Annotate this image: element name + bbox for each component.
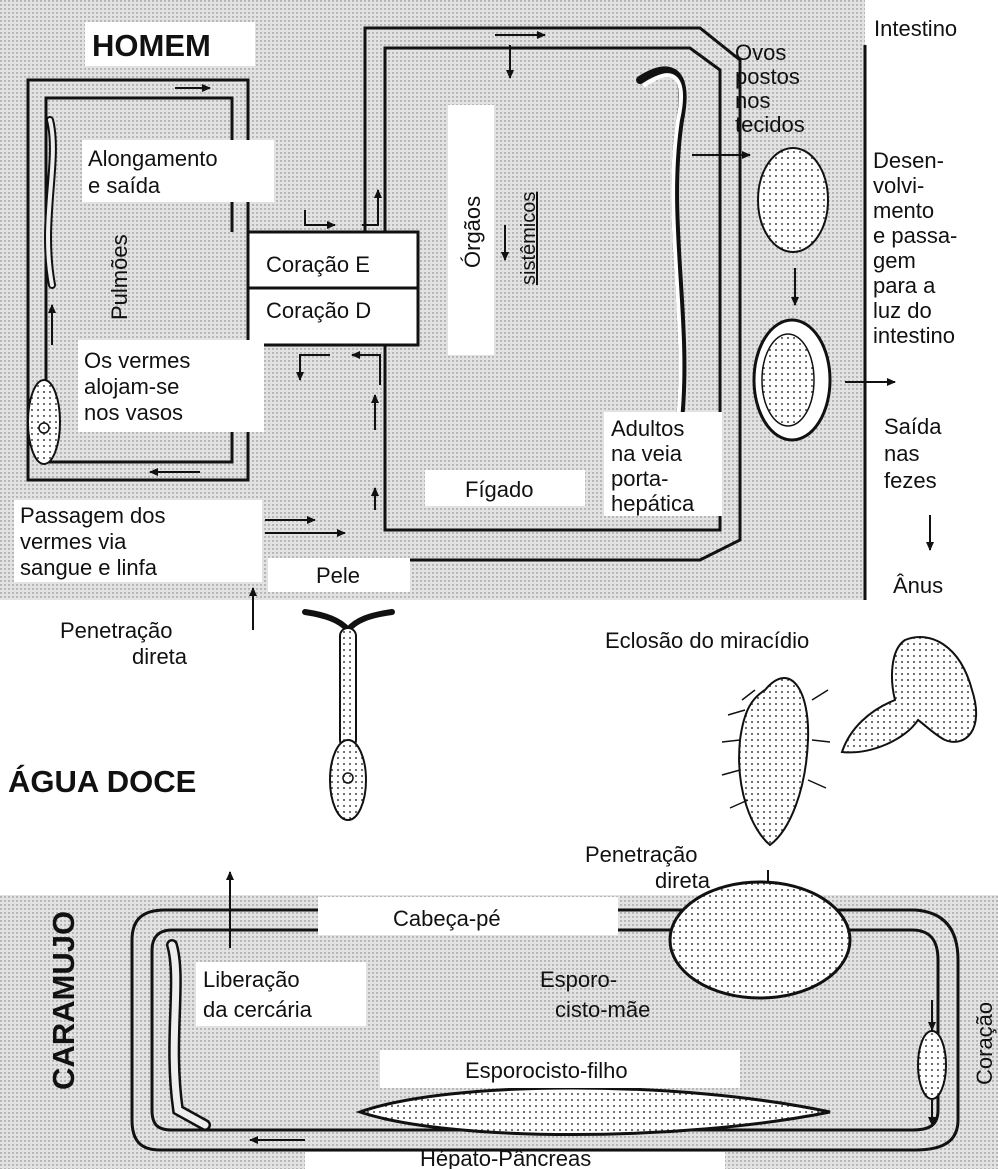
- svg-text:Desen-: Desen-: [873, 148, 944, 173]
- sistemicos-label: sistêmicos: [518, 192, 540, 285]
- egg-mature-embryo: [762, 334, 814, 426]
- svg-text:nos vasos: nos vasos: [84, 400, 183, 425]
- svg-text:postos: postos: [735, 64, 800, 89]
- svg-text:Penetração: Penetração: [585, 842, 698, 867]
- orgaos-label: Órgãos: [460, 196, 485, 268]
- svg-text:Adultos: Adultos: [611, 416, 684, 441]
- homem-title: HOMEM: [92, 28, 211, 63]
- coracao-e-label: Coração E: [266, 252, 370, 277]
- svg-text:Liberação: Liberação: [203, 967, 300, 992]
- penetracao-direta-2-label: Penetração direta: [585, 842, 711, 893]
- svg-text:cisto-mãe: cisto-mãe: [555, 997, 650, 1022]
- lodged-worm: [28, 380, 60, 464]
- hepato-label: Hépato-Pâncreas: [420, 1146, 591, 1169]
- svg-text:Penetração: Penetração: [60, 618, 173, 643]
- miracidium: [722, 678, 830, 845]
- svg-text:Esporo-: Esporo-: [540, 967, 617, 992]
- svg-text:mento: mento: [873, 198, 934, 223]
- svg-text:nos: nos: [735, 88, 770, 113]
- intestino-label: Intestino: [874, 16, 957, 41]
- svg-text:luz do: luz do: [873, 298, 932, 323]
- svg-text:alojam-se: alojam-se: [84, 374, 179, 399]
- vermes-alojam-label: Os vermes alojam-se nos vasos: [84, 348, 190, 425]
- svg-text:volvi-: volvi-: [873, 173, 924, 198]
- egg-tissue: [758, 148, 828, 252]
- svg-text:Alongamento: Alongamento: [88, 146, 218, 171]
- cercaria: [305, 612, 392, 820]
- pulmoes-label: Pulmões: [107, 234, 132, 320]
- svg-text:na veia: na veia: [611, 441, 683, 466]
- svg-text:porta-: porta-: [611, 466, 668, 491]
- svg-text:gem: gem: [873, 248, 916, 273]
- coracao-d-label: Coração D: [266, 298, 371, 323]
- svg-text:fezes: fezes: [884, 468, 937, 493]
- mother-sporocyst: [670, 882, 850, 998]
- svg-text:Passagem dos: Passagem dos: [20, 503, 166, 528]
- svg-text:direta: direta: [655, 868, 711, 893]
- svg-text:Ovos: Ovos: [735, 40, 786, 65]
- svg-text:Saída: Saída: [884, 414, 942, 439]
- figado-label: Fígado: [465, 477, 534, 502]
- svg-text:intestino: intestino: [873, 323, 955, 348]
- esporocisto-filho-label: Esporocisto-filho: [465, 1058, 628, 1083]
- svg-text:para a: para a: [873, 273, 936, 298]
- svg-text:direta: direta: [132, 644, 188, 669]
- svg-text:vermes via: vermes via: [20, 529, 127, 554]
- anus-label: Ânus: [893, 573, 943, 598]
- pele-label: Pele: [316, 563, 360, 588]
- svg-text:hepática: hepática: [611, 491, 695, 516]
- svg-text:sangue e linfa: sangue e linfa: [20, 555, 158, 580]
- svg-text:e saída: e saída: [88, 173, 161, 198]
- svg-text:tecidos: tecidos: [735, 112, 805, 137]
- eclosao-label: Eclosão do miracídio: [605, 628, 809, 653]
- agua-doce-title: ÁGUA DOCE: [8, 764, 196, 799]
- svg-text:da cercária: da cercária: [203, 997, 313, 1022]
- coracao-snail-label: Coração: [972, 1002, 997, 1085]
- svg-text:Os vermes: Os vermes: [84, 348, 190, 373]
- caramujo-title: CARAMUJO: [46, 911, 81, 1090]
- svg-text:nas: nas: [884, 441, 919, 466]
- hatching-egg: [842, 637, 976, 752]
- cabeca-pe-label: Cabeça-pé: [393, 906, 501, 931]
- svg-text:e passa-: e passa-: [873, 223, 957, 248]
- penetracao-direta-1-label: Penetração direta: [60, 618, 188, 669]
- snail-heart: [918, 1031, 946, 1099]
